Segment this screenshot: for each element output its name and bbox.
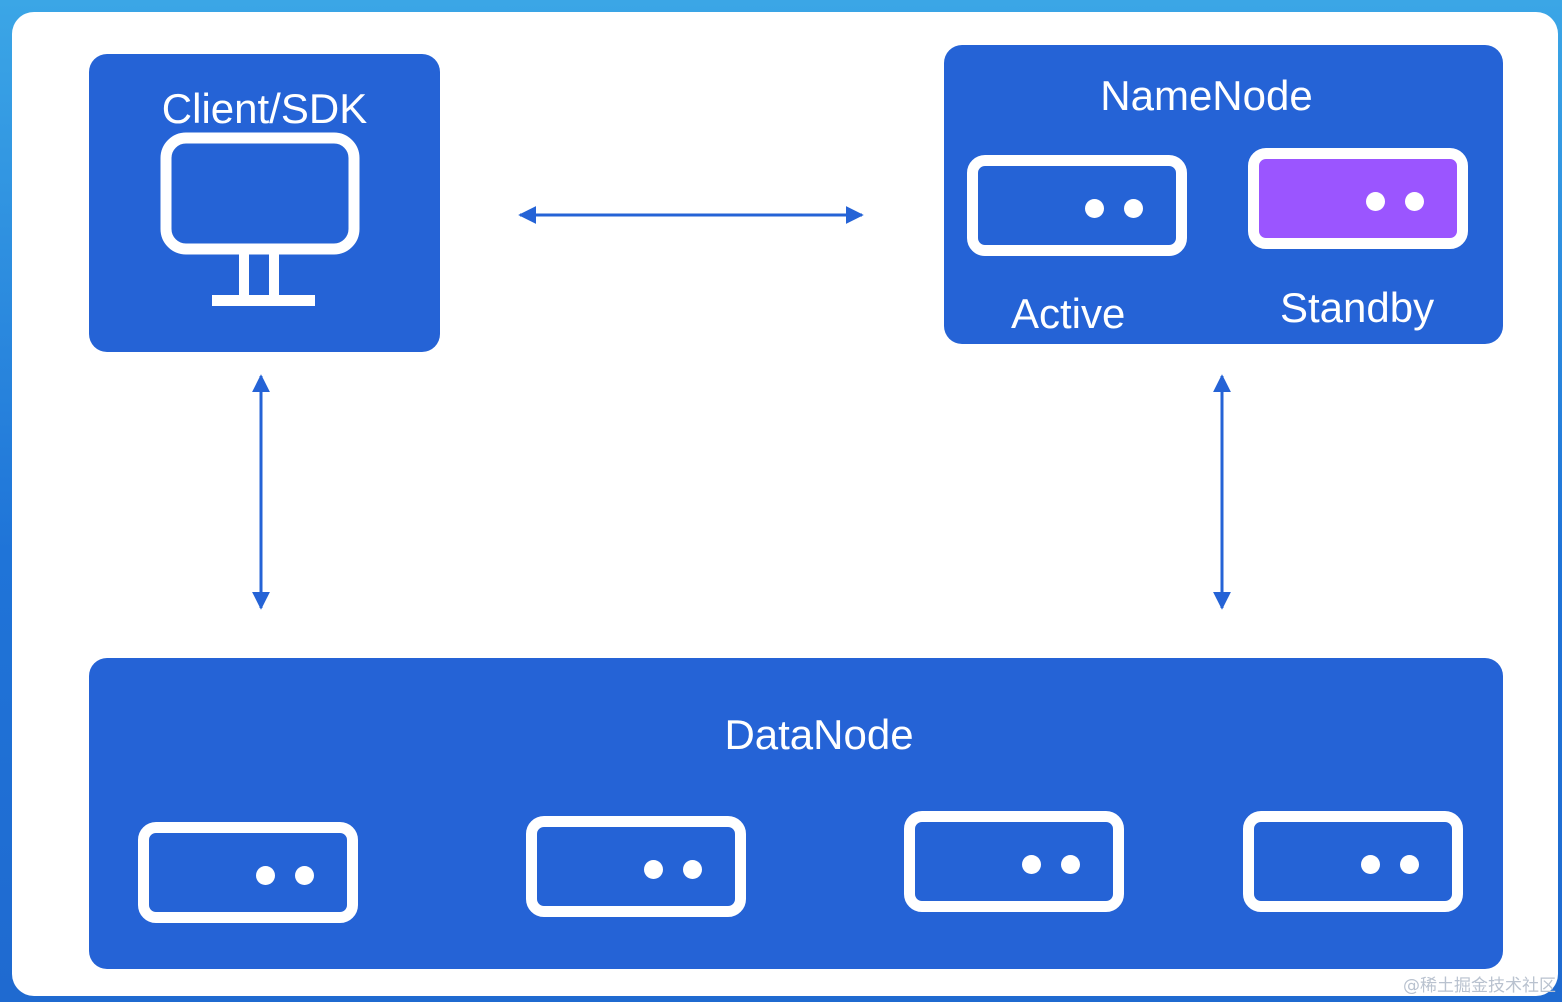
- indicator-dot: [1124, 199, 1143, 218]
- indicator-dot: [683, 860, 702, 879]
- datanode-server-icon: [138, 822, 358, 923]
- standby-server-icon: [1248, 148, 1468, 249]
- indicator-dot: [1405, 192, 1424, 211]
- indicator-dot: [1022, 855, 1041, 874]
- indicator-dot: [1061, 855, 1080, 874]
- indicator-dot: [1085, 199, 1104, 218]
- datanode-server-icon: [1243, 811, 1463, 912]
- indicator-dot: [256, 866, 275, 885]
- datanode-box: DataNode: [89, 658, 1503, 969]
- active-label: Active: [1011, 290, 1126, 337]
- client-sdk-box: Client/SDK: [89, 54, 440, 352]
- standby-label: Standby: [1280, 284, 1435, 331]
- indicator-dot: [1400, 855, 1419, 874]
- namenode-title: NameNode: [1100, 72, 1313, 119]
- indicator-dot: [1366, 192, 1385, 211]
- datanode-server-icon: [904, 811, 1124, 912]
- monitor-icon: [160, 132, 360, 306]
- datanode-server-icon: [526, 816, 746, 917]
- indicator-dot: [1361, 855, 1380, 874]
- watermark: @稀土掘金技术社区: [1403, 976, 1556, 996]
- indicator-dot: [295, 866, 314, 885]
- datanode-title: DataNode: [724, 711, 914, 758]
- indicator-dot: [644, 860, 663, 879]
- active-server-icon: [967, 155, 1187, 256]
- namenode-box: NameNode Active Standby: [944, 45, 1503, 344]
- client-sdk-title: Client/SDK: [161, 85, 368, 132]
